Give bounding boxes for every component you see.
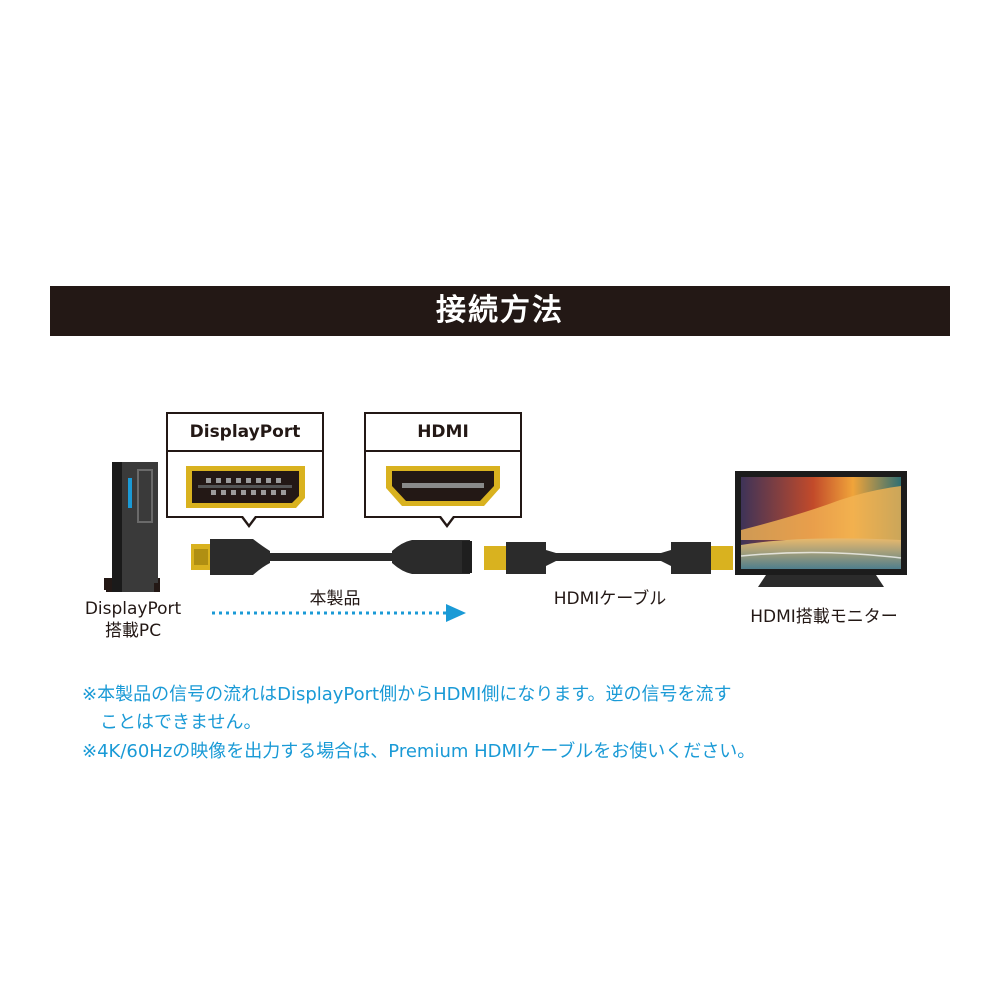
signal-direction-arrow <box>212 604 466 622</box>
pc-tower-icon <box>104 462 160 592</box>
displayport-port-icon <box>186 466 305 508</box>
hdmi-callout: HDMI <box>364 412 522 528</box>
hdmi-port-icon <box>386 466 500 506</box>
monitor-icon <box>735 471 907 587</box>
hdmi-cable <box>484 542 733 574</box>
section-title-banner: 接続方法 <box>50 286 950 336</box>
note-signal-direction-cont: ことはできません。 <box>100 712 262 733</box>
monitor-label: HDMI搭載モニター <box>750 607 898 627</box>
hdmi-cable-label: HDMIケーブル <box>553 589 667 609</box>
product-label: 本製品 <box>309 589 361 609</box>
pc-label: DisplayPort 搭載PC <box>84 599 182 641</box>
hdmi-callout-title: HDMI <box>366 414 520 452</box>
displayport-callout-title: DisplayPort <box>168 414 322 452</box>
note-premium-cable: ※4K/60Hzの映像を出力する場合は、Premium HDMIケーブルをお使い… <box>82 741 756 762</box>
displayport-callout: DisplayPort <box>166 412 324 528</box>
product-cable <box>191 539 472 575</box>
note-signal-direction: ※本製品の信号の流れはDisplayPort側からHDMI側になります。逆の信号… <box>82 684 732 705</box>
